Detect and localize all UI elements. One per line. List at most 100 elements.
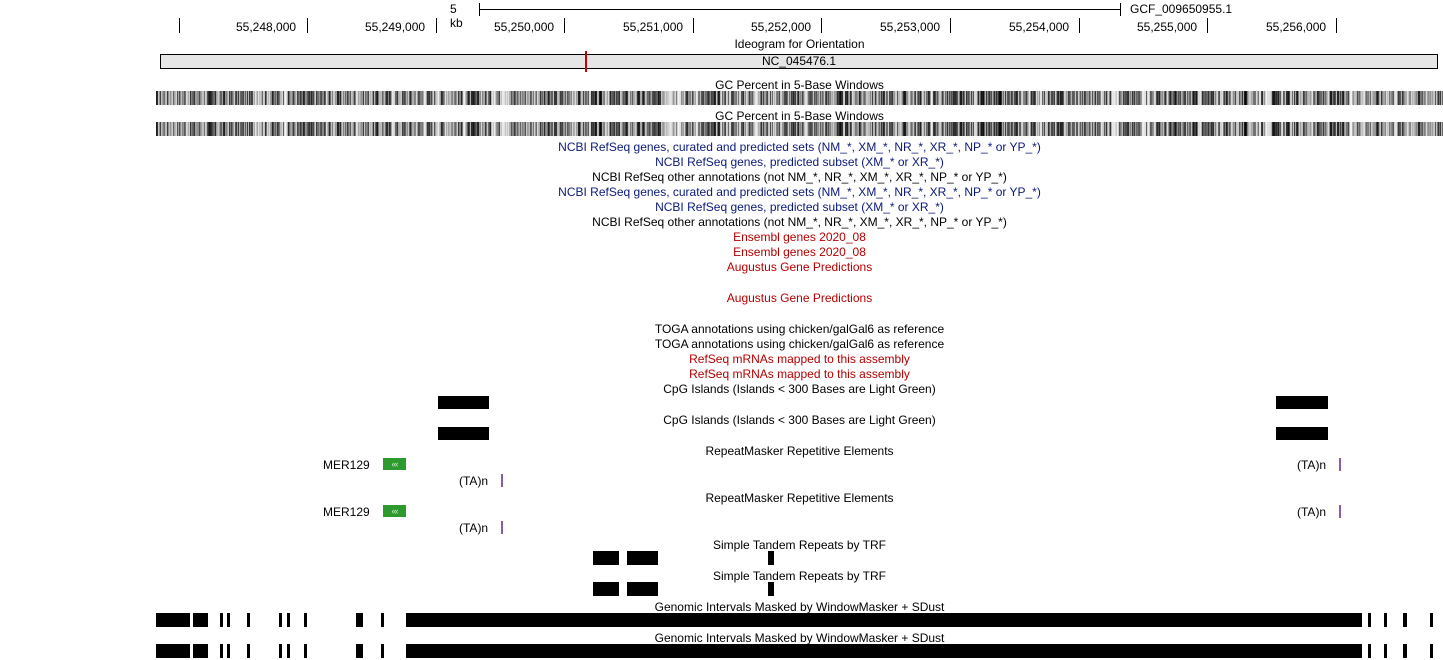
masked-interval[interactable]: [220, 644, 223, 658]
masked-interval[interactable]: [381, 613, 384, 627]
ruler-label: 55,256,000: [1266, 20, 1327, 34]
masked-interval[interactable]: [156, 644, 190, 658]
ruler-label: 55,249,000: [365, 20, 426, 34]
tandem-repeat[interactable]: [593, 582, 619, 596]
track-title-ncbi-predicted[interactable]: NCBI RefSeq genes, predicted subset (XM_…: [655, 200, 944, 214]
ruler-tick: [307, 18, 308, 33]
scale-line: [479, 9, 1121, 10]
masked-interval[interactable]: [304, 644, 307, 658]
track-title-windowmasker[interactable]: Genomic Intervals Masked by WindowMasker…: [654, 600, 945, 614]
masked-interval[interactable]: [1368, 613, 1371, 627]
track-title-gc[interactable]: GC Percent in 5-Base Windows: [715, 78, 884, 92]
repeat-label-ta: (TA)n: [459, 521, 489, 535]
ruler-tick: [821, 18, 822, 33]
masked-interval[interactable]: [1384, 613, 1387, 627]
tandem-repeat[interactable]: [627, 582, 658, 596]
ruler-label: 55,254,000: [1009, 20, 1070, 34]
masked-interval[interactable]: [1430, 644, 1433, 658]
masked-interval[interactable]: [220, 613, 223, 627]
track-title-windowmasker[interactable]: Genomic Intervals Masked by WindowMasker…: [654, 631, 945, 645]
track-title-cpg[interactable]: CpG Islands (Islands < 300 Bases are Lig…: [663, 382, 936, 396]
repeat-element-ta[interactable]: [501, 474, 503, 487]
windowmasker-intervals[interactable]: [0, 644, 1443, 658]
ruler-tick: [1207, 18, 1208, 33]
track-title-gc[interactable]: GC Percent in 5-Base Windows: [715, 109, 884, 123]
ruler-label: 55,248,000: [236, 20, 297, 34]
track-title-refseq-mrna[interactable]: RefSeq mRNAs mapped to this assembly: [689, 352, 910, 366]
ruler-label: 55,253,000: [880, 20, 941, 34]
masked-interval[interactable]: [193, 644, 208, 658]
cpg-island[interactable]: [1276, 427, 1328, 440]
track-title-ncbi-predicted[interactable]: NCBI RefSeq genes, predicted subset (XM_…: [655, 155, 944, 169]
ideogram[interactable]: NC_045476.1: [160, 54, 1438, 69]
track-title-toga[interactable]: TOGA annotations using chicken/galGal6 a…: [654, 322, 945, 336]
track-title-trf[interactable]: Simple Tandem Repeats by TRF: [713, 538, 886, 552]
repeat-label-ta: (TA)n: [1297, 458, 1327, 472]
cpg-island[interactable]: [438, 396, 489, 409]
masked-interval[interactable]: [287, 644, 290, 658]
masked-interval[interactable]: [1430, 613, 1433, 627]
masked-interval[interactable]: [287, 613, 290, 627]
tandem-repeat[interactable]: [593, 551, 619, 565]
repeat-element-ta[interactable]: [501, 521, 503, 534]
gc-percent-wiggle[interactable]: [156, 91, 1443, 105]
ideogram-chrom-label: NC_045476.1: [761, 54, 837, 68]
masked-interval[interactable]: [356, 613, 363, 627]
masked-interval[interactable]: [304, 613, 307, 627]
track-title-ncbi-curated[interactable]: NCBI RefSeq genes, curated and predicted…: [558, 140, 1041, 154]
masked-interval[interactable]: [1384, 644, 1387, 658]
repeat-label-mer129: MER129: [323, 458, 370, 472]
masked-interval[interactable]: [406, 613, 1362, 627]
masked-interval[interactable]: [279, 613, 282, 627]
repeat-element-mer129[interactable]: ‹‹‹: [383, 505, 406, 517]
masked-interval[interactable]: [227, 613, 230, 627]
track-title-repeatmasker[interactable]: RepeatMasker Repetitive Elements: [705, 491, 894, 505]
masked-interval[interactable]: [227, 644, 230, 658]
ruler-tick: [1079, 18, 1080, 33]
ideogram-position-marker: [585, 51, 587, 72]
track-title-ncbi-other[interactable]: NCBI RefSeq other annotations (not NM_*,…: [592, 215, 1007, 229]
repeat-label-ta: (TA)n: [459, 474, 489, 488]
ruler-tick: [436, 18, 437, 33]
masked-interval[interactable]: [1403, 644, 1407, 658]
ruler-tick: [950, 18, 951, 33]
ruler-tick: [564, 18, 565, 33]
tandem-repeat[interactable]: [627, 551, 658, 565]
track-title-cpg[interactable]: CpG Islands (Islands < 300 Bases are Lig…: [663, 413, 936, 427]
repeat-element-ta[interactable]: [1339, 458, 1341, 471]
windowmasker-intervals[interactable]: [0, 613, 1443, 627]
track-title-ncbi-curated[interactable]: NCBI RefSeq genes, curated and predicted…: [558, 185, 1041, 199]
masked-interval[interactable]: [356, 644, 363, 658]
masked-interval[interactable]: [279, 644, 282, 658]
ruler-label: 55,251,000: [623, 20, 684, 34]
gc-percent-wiggle[interactable]: [156, 122, 1443, 136]
masked-interval[interactable]: [1368, 644, 1371, 658]
track-title-refseq-mrna[interactable]: RefSeq mRNAs mapped to this assembly: [689, 367, 910, 381]
track-title-augustus[interactable]: Augustus Gene Predictions: [726, 260, 873, 274]
masked-interval[interactable]: [247, 613, 250, 627]
repeat-element-mer129[interactable]: ‹‹‹: [383, 458, 406, 470]
masked-interval[interactable]: [1403, 613, 1407, 627]
repeat-element-ta[interactable]: [1339, 505, 1341, 518]
track-title-toga[interactable]: TOGA annotations using chicken/galGal6 a…: [654, 337, 945, 351]
cpg-island[interactable]: [438, 427, 489, 440]
ruler-tick: [693, 18, 694, 33]
masked-interval[interactable]: [381, 644, 384, 658]
track-title-trf[interactable]: Simple Tandem Repeats by TRF: [713, 569, 886, 583]
masked-interval[interactable]: [247, 644, 250, 658]
track-title-ensembl[interactable]: Ensembl genes 2020_08: [733, 245, 866, 259]
ruler-tick: [179, 18, 180, 33]
track-title-ensembl[interactable]: Ensembl genes 2020_08: [733, 230, 866, 244]
assembly-label: GCF_009650955.1: [1130, 2, 1233, 16]
scale-right-tick: [1120, 3, 1121, 16]
cpg-island[interactable]: [1276, 396, 1328, 409]
track-title-ncbi-other[interactable]: NCBI RefSeq other annotations (not NM_*,…: [592, 170, 1007, 184]
tandem-repeat[interactable]: [768, 582, 774, 596]
masked-interval[interactable]: [406, 644, 1362, 658]
track-title-repeatmasker[interactable]: RepeatMasker Repetitive Elements: [705, 444, 894, 458]
scale-label: 5 kb: [450, 2, 463, 30]
masked-interval[interactable]: [156, 613, 190, 627]
track-title-augustus[interactable]: Augustus Gene Predictions: [726, 291, 873, 305]
masked-interval[interactable]: [193, 613, 208, 627]
tandem-repeat[interactable]: [768, 551, 774, 565]
